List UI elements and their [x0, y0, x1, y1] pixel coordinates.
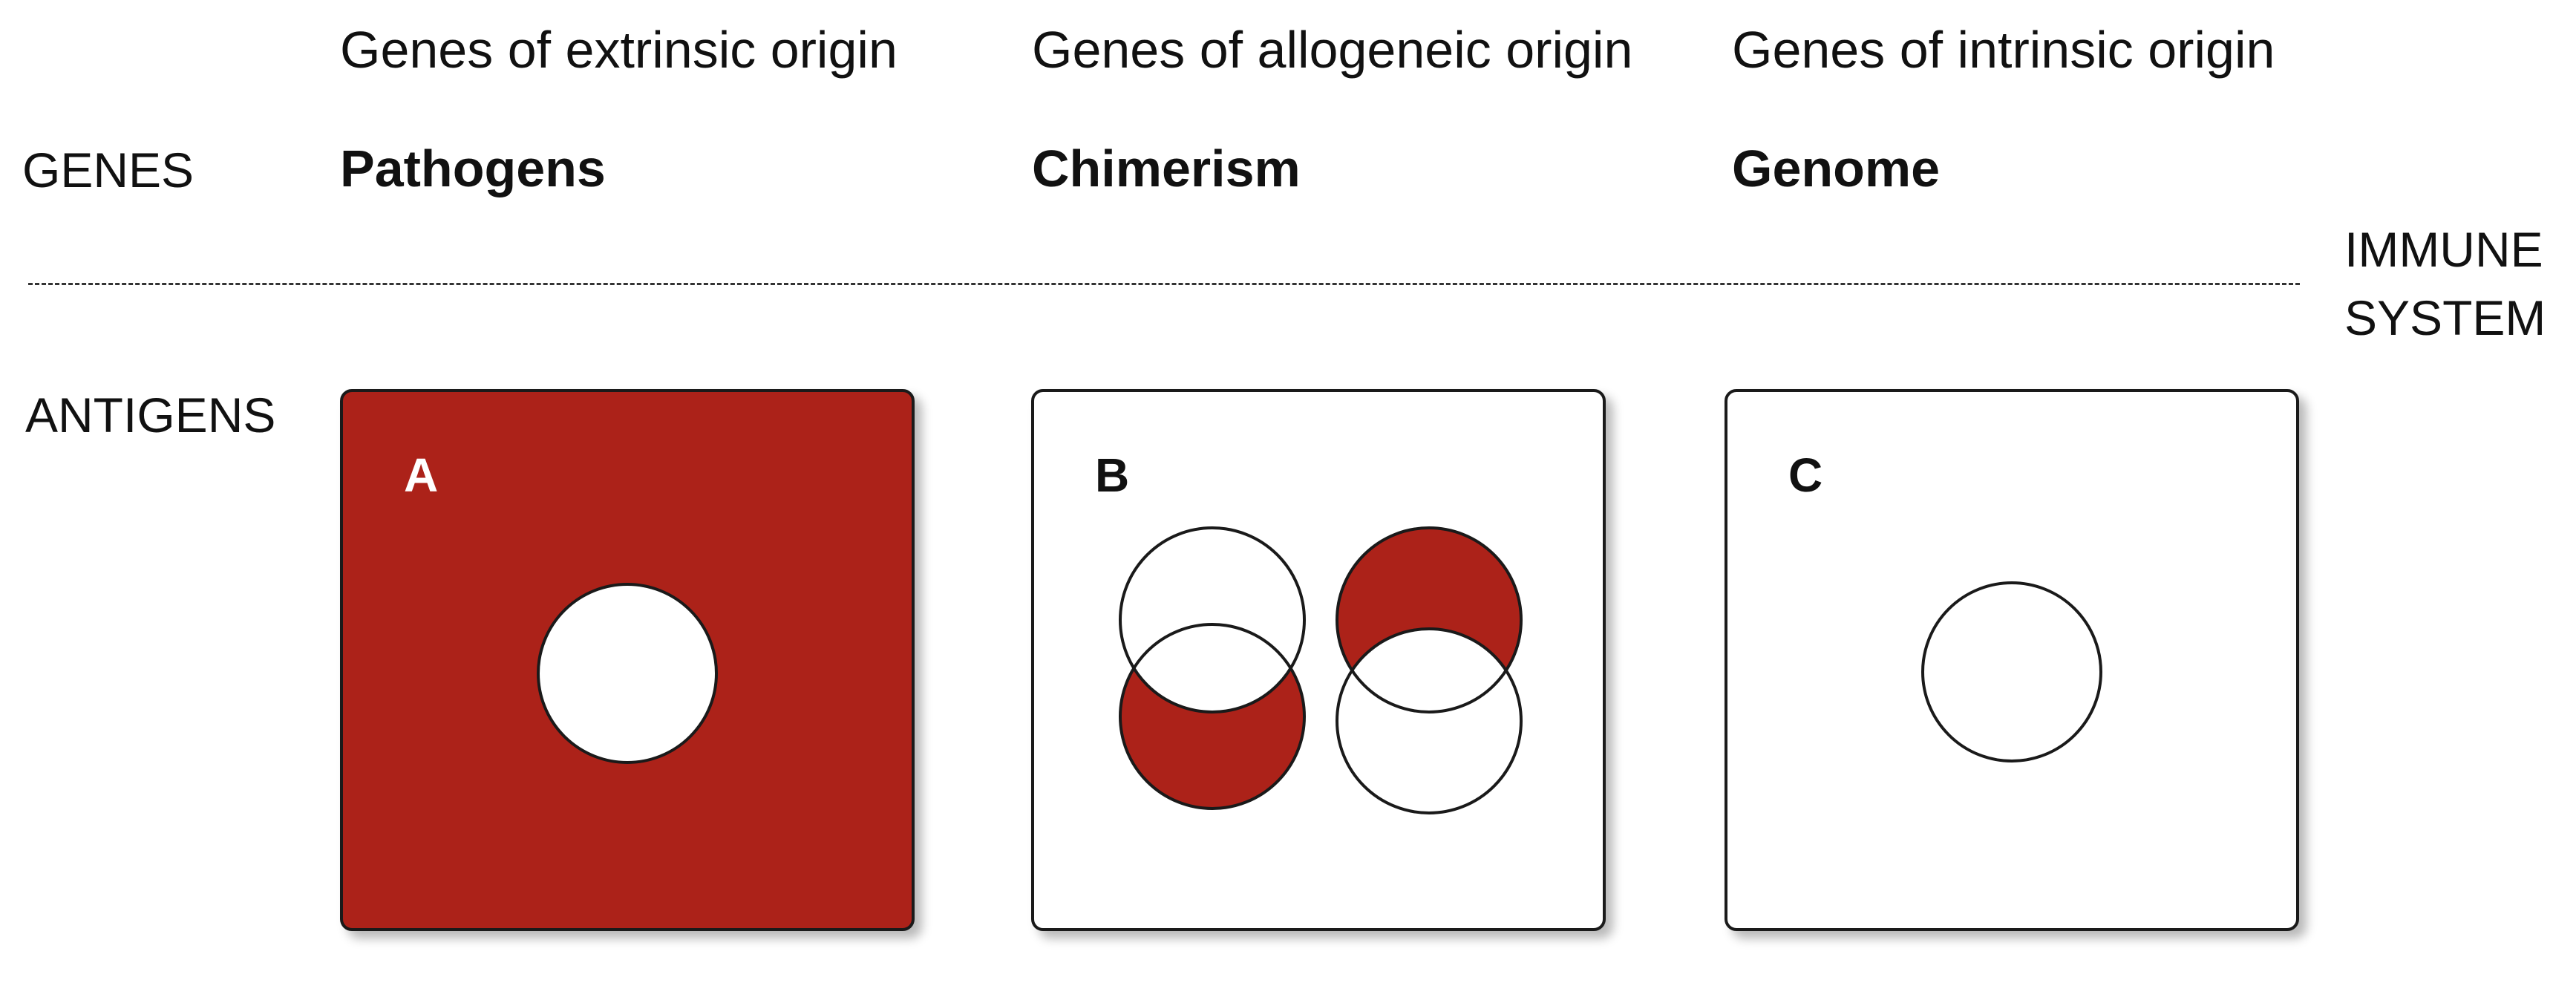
antigens-row-label: ANTIGENS	[25, 388, 276, 442]
panel-a-pathogens: A	[340, 389, 915, 931]
panel-a-graphic	[537, 583, 718, 764]
group-label-genome: Genome	[1732, 140, 1941, 197]
self-antigen-circle	[1921, 581, 2102, 762]
origin-label-intrinsic: Genes of intrinsic origin	[1732, 21, 2275, 79]
panel-b-chimerism: B	[1031, 389, 1606, 931]
left-lower-circle-outline	[1119, 623, 1306, 810]
immune-system-divider	[28, 283, 2300, 285]
immune-system-label: IMMUNE SYSTEM	[2344, 222, 2546, 345]
panel-b-graphic	[1119, 526, 1523, 814]
self-antigen-circle	[537, 583, 718, 764]
panel-letter-c: C	[1788, 448, 1823, 502]
panel-c-graphic	[1921, 581, 2102, 762]
genes-row-label: GENES	[22, 143, 194, 197]
group-label-pathogens: Pathogens	[340, 140, 606, 197]
panel-c-genome: C	[1725, 389, 2299, 931]
origin-label-allogeneic: Genes of allogeneic origin	[1032, 21, 1633, 79]
right-lower-circle	[1336, 627, 1523, 814]
right-overlap-region	[1337, 629, 1521, 712]
panel-letter-b: B	[1095, 448, 1130, 502]
group-label-chimerism: Chimerism	[1032, 140, 1301, 197]
left-upper-circle	[1119, 526, 1306, 713]
panel-letter-a: A	[404, 448, 439, 502]
right-upper-circle-outline	[1336, 526, 1523, 713]
origin-label-extrinsic: Genes of extrinsic origin	[340, 21, 898, 79]
left-overlap-region	[1120, 624, 1304, 712]
